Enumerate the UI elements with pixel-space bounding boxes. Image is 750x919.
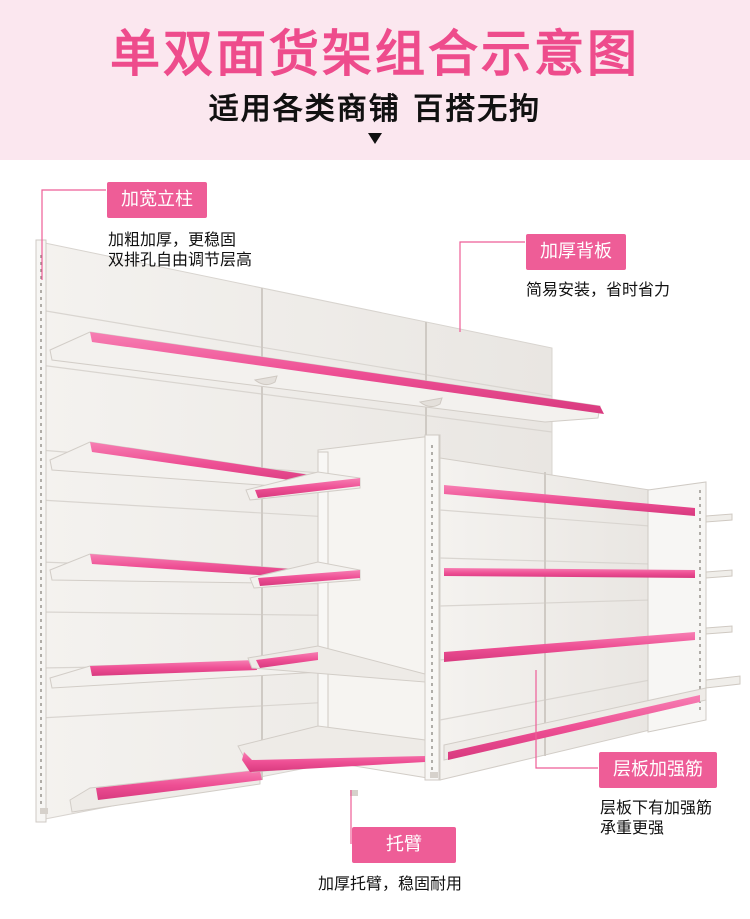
callout-tag-backboard: 加厚背板 (526, 234, 626, 270)
callout-desc-line: 简易安装，省时省力 (526, 280, 671, 299)
callout-tag-bracket: 托臂 (352, 827, 456, 863)
callout-desc-rib: 层板下有加强筋 承重更强 (600, 798, 712, 838)
callout-desc-line: 双排孔自由调节层高 (108, 250, 253, 269)
callout-tag-upright: 加宽立柱 (107, 182, 207, 218)
down-arrow-icon (368, 133, 382, 144)
callout-desc-upright: 加粗加厚，更稳固 双排孔自由调节层高 (108, 230, 252, 270)
callout-desc-line: 加厚托臂，稳固耐用 (318, 874, 463, 893)
callout-desc-line: 承重更强 (600, 818, 665, 837)
callout-desc-line: 层板下有加强筋 (600, 798, 713, 817)
middle-shelf-unit (237, 434, 441, 781)
callout-desc-backboard: 简易安装，省时省力 (526, 280, 670, 300)
right-shelf-unit (439, 457, 741, 781)
page-subtitle: 适用各类商铺 百搭无拘 (208, 92, 542, 127)
shelf-illustration-area: 加宽立柱 加粗加厚，更稳固 双排孔自由调节层高 加厚背板 简易安装，省时省力 层… (0, 160, 750, 919)
page-title: 单双面货架组合示意图 (110, 25, 640, 83)
callout-tag-rib: 层板加强筋 (599, 752, 717, 788)
callout-desc-line: 加粗加厚，更稳固 (108, 230, 237, 249)
shelf-illustration (35, 189, 741, 844)
header-banner: 单双面货架组合示意图 适用各类商铺 百搭无拘 (0, 0, 750, 160)
callout-leaders (41, 189, 598, 844)
callout-desc-bracket: 加厚托臂，稳固耐用 (318, 874, 462, 894)
